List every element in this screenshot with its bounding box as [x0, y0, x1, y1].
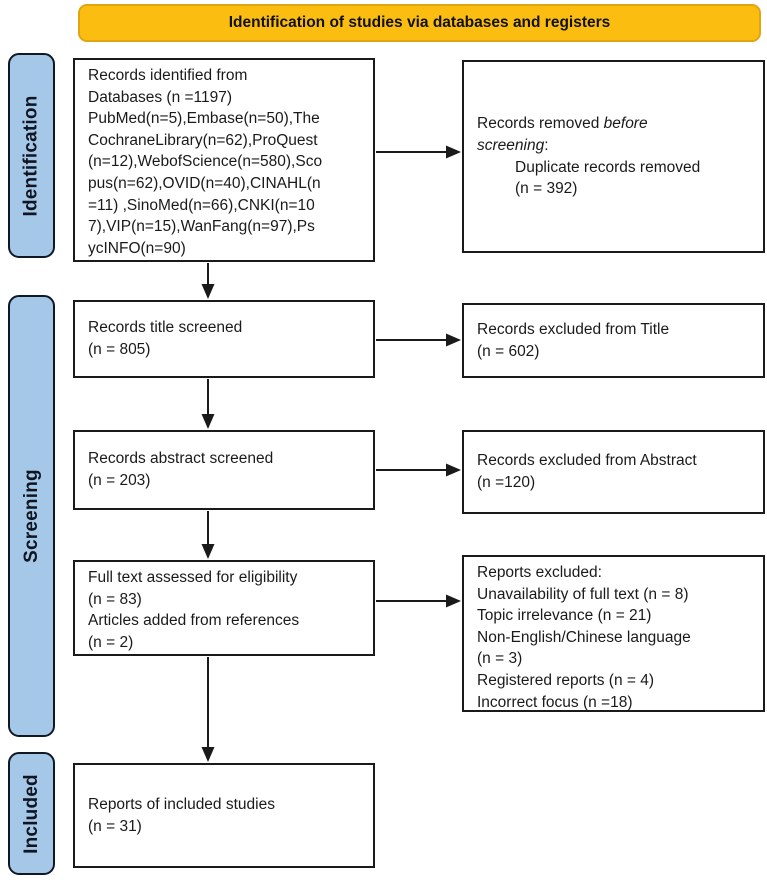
box-fulltext-assessed: Full text assessed for eligibility (n = …: [73, 560, 375, 656]
box-line: PubMed(n=5),Embase(n=50),The: [88, 110, 320, 128]
box-line: (n = 83): [88, 590, 142, 608]
box-line: Records excluded from Title: [477, 320, 670, 338]
box-line: Topic irrelevance (n = 21): [477, 607, 652, 625]
box-line: Unavailability of full text (n = 8): [477, 585, 689, 603]
box-reports-of-included-studies: Reports of included studies (n = 31): [73, 763, 375, 868]
box-records-identified: Records identified from Databases (n =11…: [73, 58, 375, 262]
box-records-title-screened: Records title screened (n = 805): [73, 300, 375, 378]
box-line: Records abstract screened: [88, 450, 274, 468]
box-line: Incorrect focus (n =18): [477, 693, 633, 711]
box-line: Articles added from references: [88, 612, 300, 630]
box-line: Reports of included studies: [88, 795, 275, 813]
box-records-excluded-from-title: Records excluded from Title (n = 602): [462, 303, 765, 378]
box-line: ycINFO(n=90): [88, 239, 186, 257]
box-records-abstract-screened: Records abstract screened (n = 203): [73, 430, 375, 510]
box-line: Records excluded from Abstract: [477, 452, 697, 470]
box-line: (n=12),WebofScience(n=580),Sco: [88, 153, 323, 171]
stage-included: Included: [8, 752, 55, 875]
box-line: Non-English/Chinese language: [477, 628, 691, 646]
box-records-excluded-from-abstract: Records excluded from Abstract (n =120): [462, 430, 765, 514]
stage-screening: Screening: [8, 295, 55, 737]
box-line: (n = 203): [88, 472, 151, 489]
diagram-title-banner: Identification of studies via databases …: [78, 4, 761, 42]
box-line: screening:: [477, 136, 549, 154]
box-line: (n = 392): [515, 180, 578, 198]
box-line: Full text assessed for eligibility: [88, 569, 298, 586]
box-line: pus(n=62),OVID(n=40),CINAHL(n: [88, 174, 321, 192]
box-records-removed-before-screening: Records removed before screening: Duplic…: [462, 60, 765, 253]
box-line: Records removed before: [477, 115, 648, 133]
box-line: Reports excluded:: [477, 564, 602, 581]
stage-identification: Identification: [8, 53, 55, 258]
italic-text: before: [603, 115, 648, 133]
box-line: (n = 2): [88, 633, 134, 651]
box-reports-excluded: Reports excluded: Unavailability of full…: [462, 555, 765, 712]
box-line: Records title screened: [88, 319, 243, 337]
box-line: (n = 602): [477, 342, 540, 360]
stage-identification-label: Identification: [20, 94, 42, 217]
box-line: (n =120): [477, 474, 536, 491]
stage-screening-label: Screening: [20, 469, 42, 563]
box-line: Databases (n =1197): [88, 88, 233, 106]
box-line: Duplicate records removed: [515, 158, 701, 176]
box-line: CochraneLibrary(n=62),ProQuest: [88, 131, 318, 149]
box-line: Registered reports (n = 4): [477, 671, 655, 689]
box-line: 7),VIP(n=15),WanFang(n=97),Ps: [88, 218, 315, 236]
box-line: (n = 3): [477, 650, 523, 668]
box-line: Records identified from: [88, 67, 248, 84]
box-line: (n = 805): [88, 341, 151, 358]
box-line: (n = 31): [88, 817, 142, 835]
box-line: =11) ,SinoMed(n=66),CNKI(n=10: [88, 196, 315, 214]
italic-text: screening: [477, 136, 545, 154]
stage-included-label: Included: [20, 773, 42, 854]
